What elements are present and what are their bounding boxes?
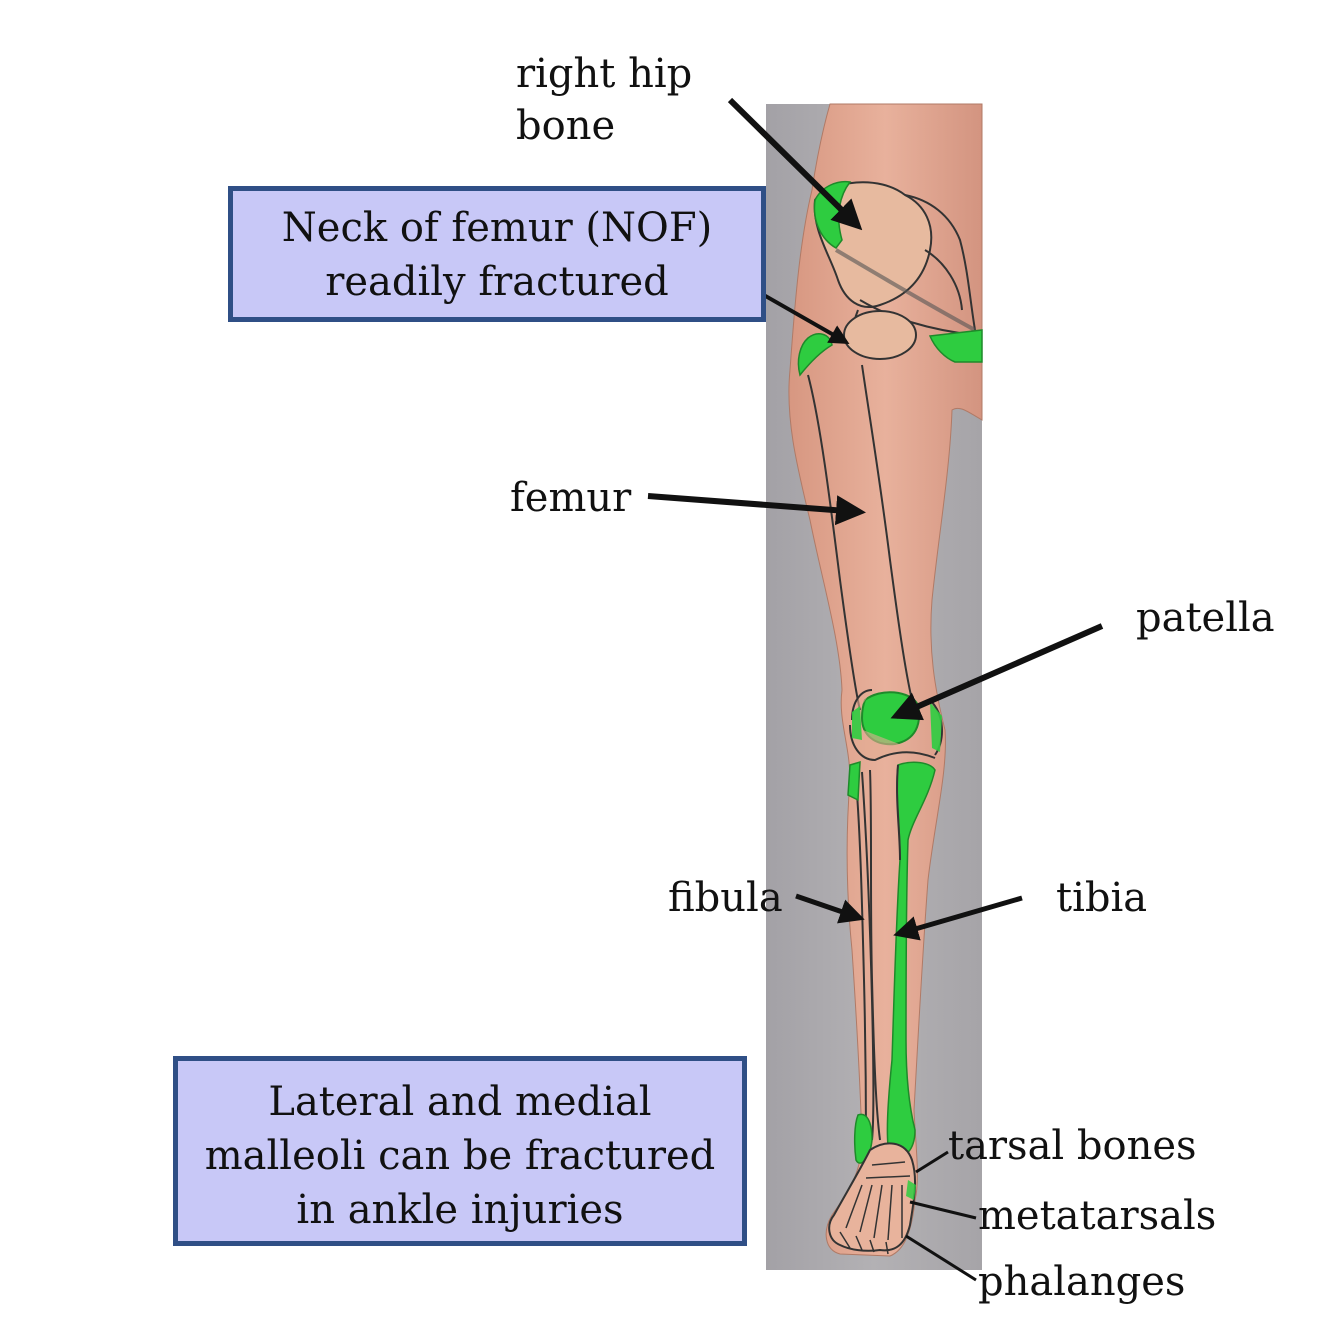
arrow-patella	[890, 623, 1104, 721]
label-right-hip-bone-line-2: bone	[516, 103, 616, 149]
inguinal-ligament-line	[834, 248, 976, 332]
foot-outline	[828, 1142, 917, 1252]
label-right-hip-bone: right hip bone	[516, 48, 692, 152]
femur-shaft-shape	[807, 364, 913, 711]
label-femur: femur	[510, 475, 632, 521]
pelvis-outline	[852, 194, 976, 351]
label-right-hip-bone-line-1: right hip	[516, 51, 693, 97]
callout-malleoli-line-3: in ankle injuries	[296, 1187, 624, 1233]
leader-phalanges	[905, 1234, 977, 1282]
callout-nof-line-1: Neck of femur (NOF)	[281, 205, 713, 251]
tibia-highlight	[886, 761, 936, 1159]
label-metatarsals: metatarsals	[978, 1193, 1217, 1239]
lateral-tibial-highlight	[847, 760, 861, 802]
callout-neck-of-femur: Neck of femur (NOF) readily fractured	[228, 186, 766, 322]
callout-malleoli-line-1: Lateral and medial	[268, 1079, 652, 1125]
femur-head-shape	[843, 310, 917, 360]
arrow-fibula	[795, 893, 865, 924]
label-patella: patella	[1136, 595, 1275, 641]
arrow-femur	[647, 493, 866, 526]
label-phalanges: phalanges	[978, 1259, 1186, 1305]
callout-nof-line-2: readily fractured	[325, 259, 669, 305]
arrow-neck-of-femur	[754, 288, 850, 344]
leader-metatarsals	[909, 1200, 977, 1220]
knee-side-highlight	[852, 702, 942, 752]
greater-trochanter-highlight	[797, 333, 833, 377]
callout-malleoli: Lateral and medial malleoli can be fract…	[173, 1056, 747, 1246]
arrow-right-hip-bone	[727, 97, 863, 231]
leader-tarsal-bones	[915, 1150, 949, 1174]
label-tibia: tibia	[1056, 875, 1148, 921]
fibula-outline	[854, 769, 875, 1141]
label-tarsal-bones: tarsal bones	[948, 1123, 1197, 1169]
label-fibula: fibula	[668, 875, 783, 921]
arrow-tibia	[893, 895, 1023, 941]
foot-highlight	[906, 1180, 916, 1200]
callout-malleoli-line-2: malleoli can be fractured	[204, 1133, 716, 1179]
pubic-highlight	[928, 329, 983, 363]
foot-bone-lines	[839, 1161, 911, 1255]
